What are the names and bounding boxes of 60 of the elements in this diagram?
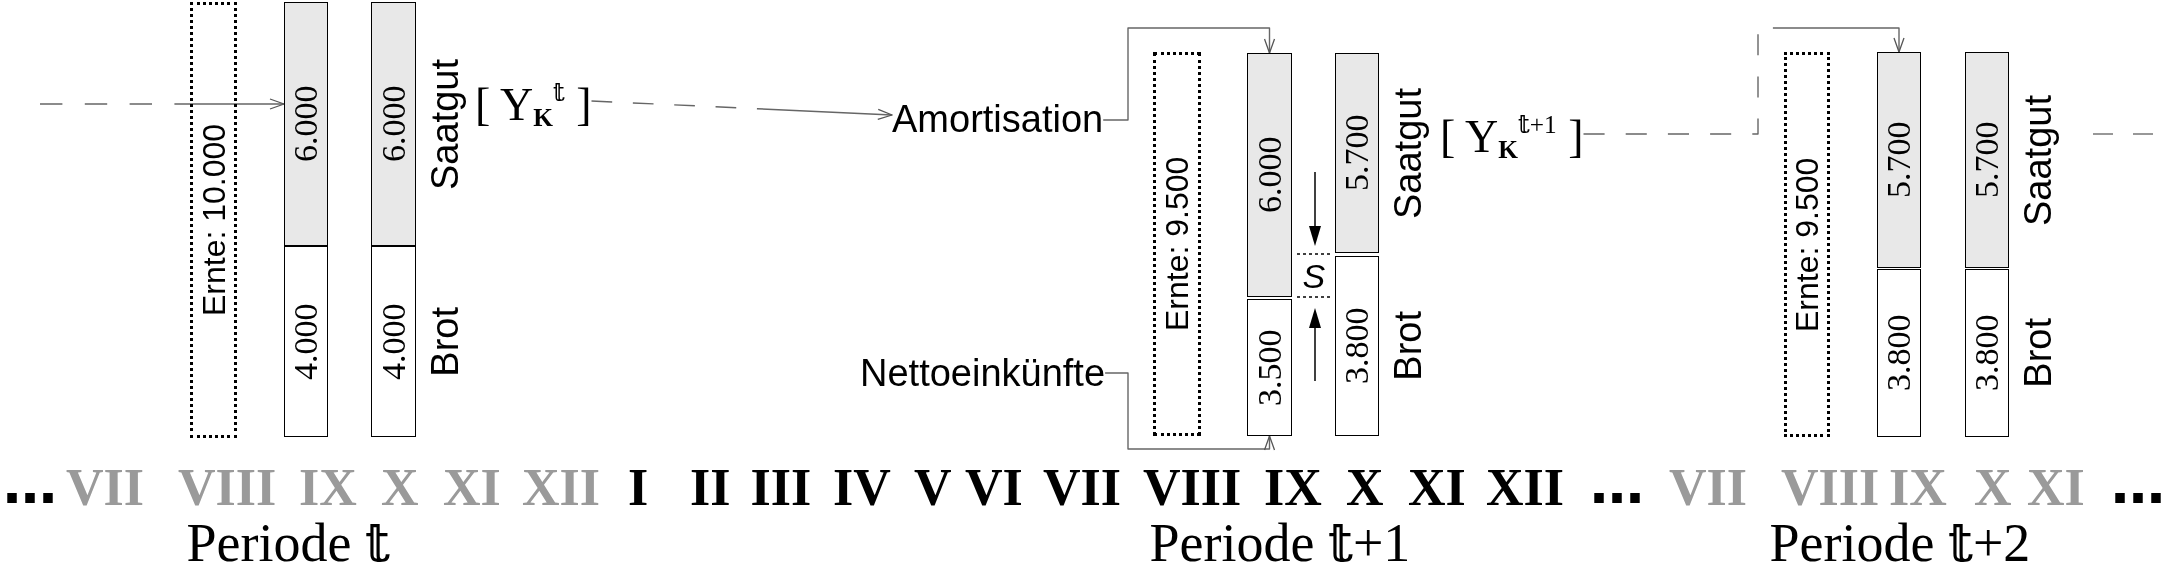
roman-numeral: V: [914, 462, 952, 514]
bar-segment: 6.000: [284, 2, 328, 246]
arrow: [1102, 27, 1276, 121]
period-label: Periode 𝕥: [186, 516, 390, 570]
roman-numeral: X: [1974, 462, 2012, 514]
formula-label: [ Y$_{K}$$^{𝕥+1}$ ]: [1440, 112, 1584, 163]
bar-segment: 4.000: [284, 246, 328, 437]
roman-numeral: IX: [299, 462, 357, 514]
roman-numeral: III: [750, 462, 812, 514]
bar-segment: 4.000: [371, 246, 416, 437]
roman-numeral: XI: [443, 462, 501, 514]
bar-label: Saatgut: [426, 58, 464, 190]
bar-segment: 5.700: [1877, 52, 1921, 268]
roman-numeral: VII: [1669, 462, 1748, 514]
bar-label: Brot: [2019, 318, 2057, 388]
roman-numeral: VIII: [178, 462, 277, 514]
roman-numeral: IX: [1889, 462, 1947, 514]
harvest-box: Ernte: 10.000: [190, 2, 237, 438]
roman-numeral: VIII: [1781, 462, 1880, 514]
roman-numeral: IX: [1264, 462, 1322, 514]
ellipsis: …: [1590, 458, 1644, 512]
bar-segment: 5.700: [1335, 53, 1379, 253]
period-label: Periode 𝕥+2: [1769, 516, 2031, 570]
roman-numeral: XI: [1408, 462, 1466, 514]
roman-numeral: XII: [1486, 462, 1565, 514]
bar-segment: 6.000: [371, 2, 416, 246]
period-label: Periode 𝕥+1: [1149, 516, 1411, 570]
harvest-box: Ernte: 9.500: [1153, 52, 1201, 436]
bar-segment: 3.800: [1335, 256, 1379, 436]
bar-label: Saatgut: [2019, 94, 2057, 226]
roman-numeral: IV: [833, 462, 891, 514]
variable-label: S: [1302, 259, 1326, 293]
harvest-box: Ernte: 9.500: [1784, 52, 1830, 437]
bar-segment: 3.500: [1247, 299, 1292, 436]
roman-numeral: VI: [965, 462, 1023, 514]
ellipsis: …: [2111, 458, 2165, 512]
bar-segment: 5.700: [1965, 52, 2009, 268]
roman-numeral: XII: [522, 462, 601, 514]
roman-numeral: VIII: [1143, 462, 1242, 514]
bar-segment: 3.800: [1965, 269, 2009, 437]
bar-segment: 3.800: [1877, 269, 1921, 437]
annotation-label: Amortisation: [892, 100, 1104, 138]
bar-label: Saatgut: [1389, 87, 1427, 219]
roman-numeral: XI: [2027, 462, 2085, 514]
ellipsis: …: [3, 458, 57, 512]
arrow: [1104, 372, 1276, 451]
formula-label: [ Y$_{K}$$^{𝕥}$ ]: [475, 80, 592, 131]
roman-numeral: VII: [66, 462, 145, 514]
bar-segment: 6.000: [1247, 53, 1292, 297]
bar-label: Brot: [426, 306, 464, 377]
dashed-arrow: [39, 98, 285, 110]
roman-numeral: X: [1346, 462, 1384, 514]
bar-label: Brot: [1389, 311, 1427, 381]
dashed-arrow: [590, 100, 893, 120]
roman-numeral: X: [381, 462, 419, 514]
roman-numeral: VII: [1043, 462, 1122, 514]
dashed-arrow: [1582, 27, 1905, 135]
roman-numeral: I: [628, 462, 649, 514]
roman-numeral: II: [690, 462, 731, 514]
annotation-label: Nettoeinkünfte: [860, 354, 1106, 392]
